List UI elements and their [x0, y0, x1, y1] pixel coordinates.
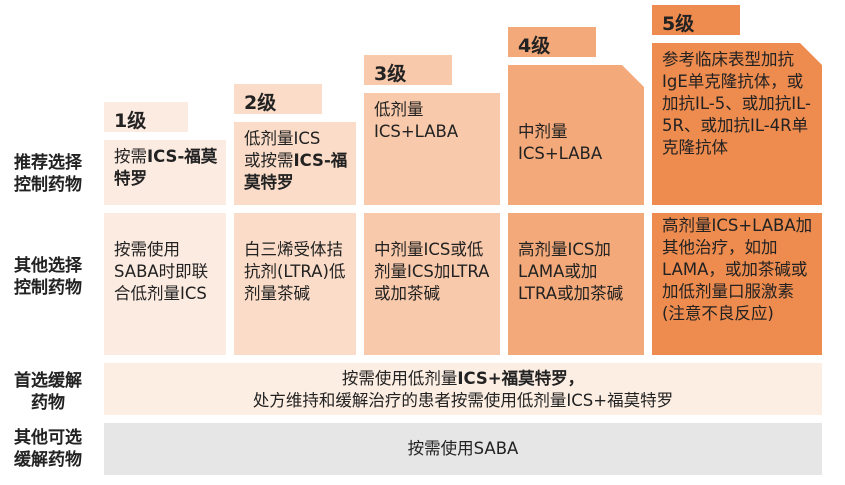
level-2-tag: 2级: [234, 84, 322, 114]
cell-text: 低剂量ICS+LABA: [374, 100, 459, 141]
row-label-line: 控制药物: [14, 278, 82, 298]
other-controller-step1: 按需使用SABA时即联合低剂量ICS: [104, 213, 226, 355]
other-reliever-bar: 按需使用SABA: [104, 423, 822, 475]
level-5-label: 5级: [662, 13, 695, 35]
row-label-line: 药物: [31, 393, 65, 413]
cell-text: 白三烯受体拮抗剂(LTRA)低剂量茶碱: [244, 240, 346, 303]
row-label-other-reliever: 其他可选 缓解药物: [0, 427, 96, 471]
cell-text: 中剂量ICS+LABA: [518, 122, 603, 163]
level-1-label: 1级: [114, 110, 147, 132]
row-label-line: 其他选择: [14, 256, 82, 276]
cell-text: 高剂量ICS加LAMA或加LTRA或加茶碱: [518, 240, 624, 303]
other-controller-step4: 高剂量ICS加LAMA或加LTRA或加茶碱: [508, 213, 644, 355]
preferred-controller-step5: 参考临床表型加抗IgE单克隆抗体，或加抗IL-5、或加抗IL-5R、或加抗IL-…: [652, 43, 822, 205]
cell-bold-text: ICS-福莫特罗: [244, 151, 348, 192]
row-label-line: 首选缓解: [14, 371, 82, 391]
reliever-text: 按需使用低剂量: [341, 369, 458, 388]
cell-text: 或按需: [244, 151, 294, 170]
level-2-label: 2级: [244, 92, 277, 114]
cell-text: 按需: [114, 147, 147, 166]
other-controller-step2: 白三烯受体拮抗剂(LTRA)低剂量茶碱: [234, 213, 356, 355]
preferred-controller-step3: 低剂量ICS+LABA: [364, 93, 500, 205]
level-3-label: 3级: [374, 63, 407, 85]
level-3-tag: 3级: [364, 55, 452, 85]
reliever-bold-text: ICS+福莫特罗，: [457, 369, 585, 388]
row-label-line: 其他可选: [14, 428, 82, 448]
preferred-reliever-bar: 按需使用低剂量ICS+福莫特罗， 处方维持和缓解治疗的患者按需使用低剂量ICS+…: [104, 363, 822, 415]
cell-text: 高剂量ICS+LABA加其他治疗，如加LAMA，或加茶碱或加低剂量口服激素(注意…: [662, 216, 813, 323]
level-4-tag: 4级: [508, 27, 596, 57]
level-5-tag: 5级: [652, 5, 740, 35]
row-label-preferred-controller: 推荐选择 控制药物: [0, 152, 96, 196]
level-4-label: 4级: [518, 35, 551, 57]
cell-bold-text: ICS-福莫特罗: [114, 147, 218, 188]
reliever-text-line2: 处方维持和缓解治疗的患者按需使用低剂量ICS+福莫特罗: [252, 391, 674, 410]
preferred-controller-step1: 按需ICS-福莫特罗: [104, 140, 226, 205]
level-1-tag: 1级: [104, 102, 188, 132]
row-label-preferred-reliever: 首选缓解 药物: [0, 370, 96, 414]
cell-text: 按需使用SABA时即联合低剂量ICS: [114, 240, 209, 303]
row-label-line: 缓解药物: [14, 450, 82, 470]
row-label-other-controller: 其他选择 控制药物: [0, 255, 96, 299]
row-label-line: 推荐选择: [14, 153, 82, 173]
cell-text: 低剂量ICS: [244, 129, 321, 148]
reliever-text: 按需使用SABA: [407, 439, 519, 458]
cell-text: 参考临床表型加抗IgE单克隆抗体，或加抗IL-5、或加抗IL-5R、或加抗IL-…: [662, 50, 811, 157]
other-controller-step3: 中剂量ICS或低剂量ICS加LTRA或加茶碱: [364, 213, 500, 355]
preferred-controller-step2: 低剂量ICS 或按需ICS-福莫特罗: [234, 122, 356, 205]
cell-text: 中剂量ICS或低剂量ICS加LTRA或加茶碱: [374, 240, 490, 303]
preferred-controller-step4: 中剂量ICS+LABA: [508, 65, 644, 205]
row-label-line: 控制药物: [14, 175, 82, 195]
other-controller-step5: 高剂量ICS+LABA加其他治疗，如加LAMA，或加茶碱或加低剂量口服激素(注意…: [652, 213, 822, 355]
